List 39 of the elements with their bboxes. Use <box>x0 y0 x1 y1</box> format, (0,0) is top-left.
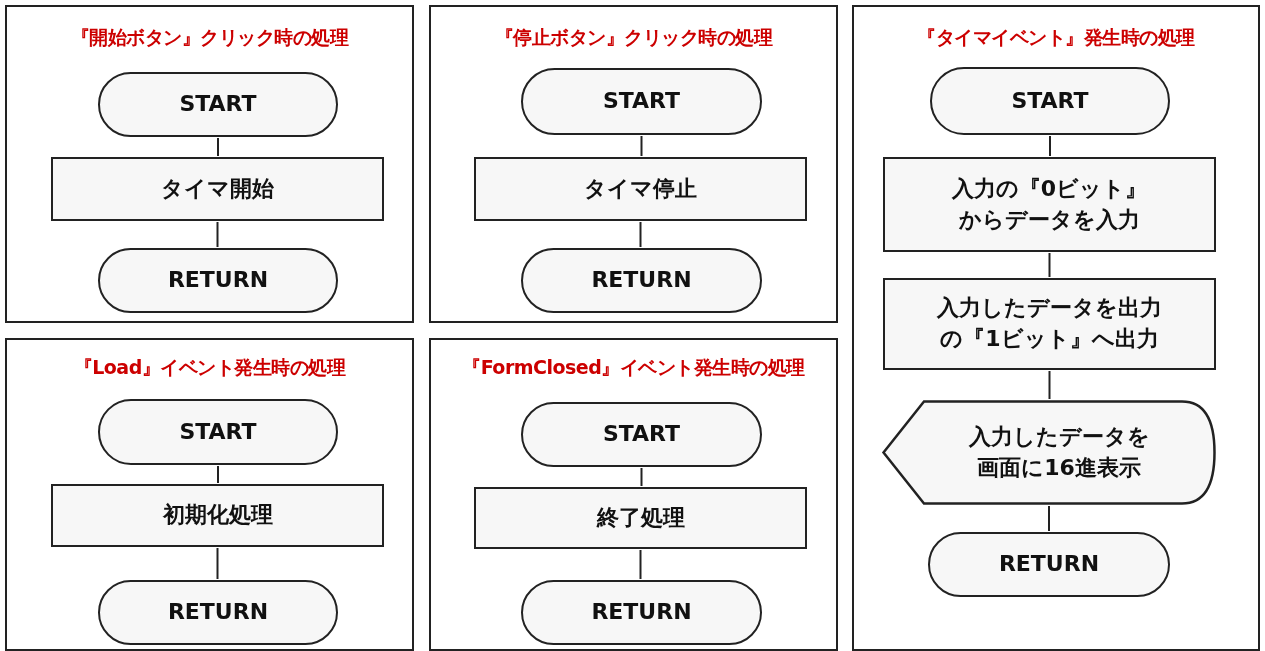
flowchart-panel <box>429 5 838 323</box>
panel-title: 『タイマイベント』発生時の処理 <box>917 25 1195 50</box>
flowchart-panel <box>5 338 414 651</box>
terminal-box: START <box>521 402 762 467</box>
connector-line <box>1048 252 1051 278</box>
flowchart-panel <box>5 5 414 323</box>
terminal-box: START <box>930 67 1170 135</box>
terminal-box: RETURN <box>98 580 338 645</box>
connector-line <box>216 221 219 248</box>
flowchart-panel <box>429 338 838 651</box>
connector-line <box>1049 135 1051 157</box>
terminal-box: RETURN <box>521 248 762 313</box>
process-box: タイマ停止 <box>474 157 807 221</box>
flowchart-panel <box>852 5 1260 651</box>
connector-line <box>639 549 642 580</box>
connector-line <box>216 547 219 580</box>
panel-title: 『FormClosed』イベント発生時の処理 <box>462 355 805 380</box>
connector-line <box>639 221 642 248</box>
process-box: 初期化処理 <box>51 484 384 547</box>
terminal-box: RETURN <box>928 532 1170 597</box>
process-box: 入力したデータを出力の『1ビット』へ出力 <box>883 278 1216 370</box>
panel-title: 『Load』イベント発生時の処理 <box>73 355 346 380</box>
terminal-box: START <box>521 68 762 135</box>
connector-line <box>640 135 643 157</box>
connector-line <box>640 467 643 487</box>
connector-line <box>1048 505 1050 532</box>
display-symbol: 入力したデータを画面に16進表示 <box>882 400 1216 505</box>
panel-title: 『停止ボタン』クリック時の処理 <box>494 25 773 50</box>
connector-line <box>217 465 219 484</box>
terminal-box: RETURN <box>98 248 338 313</box>
process-box: タイマ開始 <box>51 157 384 221</box>
process-box: 終了処理 <box>474 487 807 549</box>
terminal-box: RETURN <box>521 580 762 645</box>
connector-line <box>217 137 219 157</box>
process-box: 入力の『0ビット』からデータを入力 <box>883 157 1216 252</box>
terminal-box: START <box>98 72 338 137</box>
terminal-box: START <box>98 399 338 465</box>
panel-title: 『開始ボタン』クリック時の処理 <box>70 25 349 50</box>
connector-line <box>1048 370 1051 400</box>
